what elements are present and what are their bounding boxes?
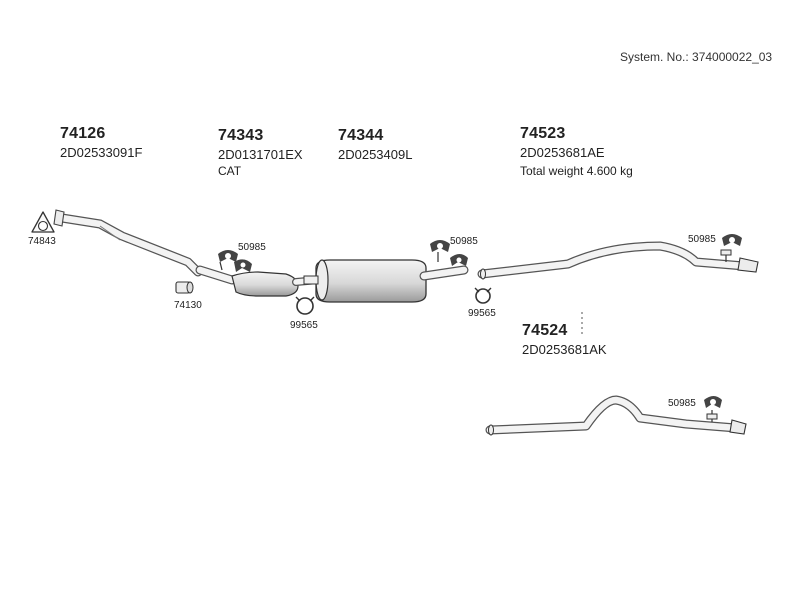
muffler-74344 [303, 259, 469, 303]
catalyst-74343 [195, 265, 322, 297]
part-number-74344: 74344 [338, 127, 384, 144]
label-50985-d: 50985 [668, 398, 696, 409]
part-note-74523: Total weight 4.600 kg [520, 164, 633, 178]
part-note-74343: CAT [218, 164, 242, 178]
label-99565-a: 99565 [290, 320, 318, 331]
clamp-74130 [175, 281, 194, 294]
part-number-74126: 74126 [60, 125, 106, 142]
part-number-74523: 74523 [520, 125, 566, 142]
hanger-50985-c [720, 234, 742, 262]
gasket-74843 [31, 211, 55, 233]
label-74843: 74843 [28, 236, 56, 247]
part-code-74524: 2D0253681AK [522, 342, 607, 357]
label-99565-b: 99565 [468, 308, 496, 319]
front-pipe-74126 [53, 209, 203, 277]
part-number-74524: 74524 [522, 322, 568, 339]
hanger-50985-d [704, 396, 722, 422]
rear-pipe-74523 [477, 241, 759, 280]
label-50985-b: 50985 [450, 236, 478, 247]
part-number-74343: 74343 [218, 127, 264, 144]
part-code-74343: 2D0131701EX [218, 147, 303, 162]
part-code-74344: 2D0253409L [338, 147, 413, 162]
part-code-74126: 2D02533091F [60, 145, 143, 160]
part-code-74523: 2D0253681AE [520, 145, 605, 160]
hanger-50985-b [430, 240, 468, 266]
label-50985-a: 50985 [238, 242, 266, 253]
ring-99565-a [295, 296, 315, 315]
rear-pipe-74524 [485, 312, 747, 436]
system-number: System. No.: 374000022_03 [620, 50, 773, 64]
label-50985-c: 50985 [688, 234, 716, 245]
hanger-50985-a [218, 250, 252, 272]
label-74130: 74130 [174, 300, 202, 311]
ring-99565-b [474, 287, 492, 304]
